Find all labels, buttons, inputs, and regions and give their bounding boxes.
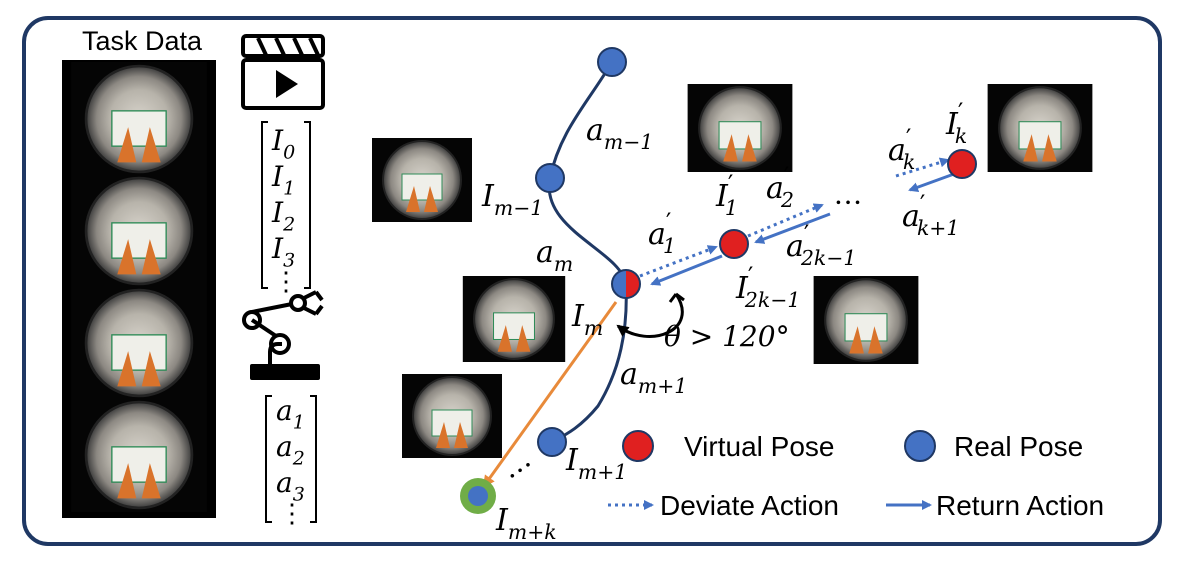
jump-arrow: [482, 301, 618, 488]
label-I1p: I′1: [715, 171, 738, 221]
label-I-m-plus-k: Im+k: [495, 503, 557, 544]
label-a-m-minus-1: am−1: [586, 113, 653, 154]
action-vector-entry: a3: [276, 466, 305, 505]
label-a1p: a′1: [648, 209, 676, 259]
return-arrow-a2k-1b: [754, 212, 831, 244]
real-pose-node: [535, 163, 565, 193]
label-I2k1p: I′2k−1: [735, 263, 800, 313]
legend-real-label: Real Pose: [954, 431, 1083, 462]
action-vector-vdots: ⋮: [279, 499, 305, 529]
label-akp: a′k: [888, 125, 915, 175]
task-data-frames: [62, 60, 216, 518]
label-I-m-minus-1: Im−1: [481, 179, 543, 220]
legend: Virtual Pose Real Pose Deviate Action Re…: [608, 430, 1104, 521]
real-trajectory-curve: [547, 61, 628, 444]
label-a-m-plus-1: am+1: [620, 357, 687, 398]
thumb-I-k-prime: [986, 84, 1094, 172]
goal-pose-node: [460, 478, 496, 514]
angle-arc: [616, 293, 684, 338]
label-I-m: Im: [571, 299, 603, 340]
thumb-a-m-minus-1: [686, 84, 794, 172]
deviate-arrow-ak: [895, 157, 950, 178]
ellipsis-deviation: ⋅⋅⋅: [834, 186, 863, 219]
task-frame-0: [70, 62, 208, 176]
image-vector-vdots: ⋮: [273, 267, 299, 297]
thumb-I-m-plus-1: [400, 374, 504, 458]
label-a-m: am: [536, 235, 573, 276]
image-vector-entry: I3: [271, 232, 295, 271]
return-arrow-ak1: [908, 172, 955, 192]
task-frame-1: [70, 174, 208, 288]
action-vector-entry: a2: [276, 430, 305, 469]
image-vector-entry: I0: [271, 124, 295, 163]
label-a2k1p: a′2k−1: [786, 221, 856, 271]
thumb-I-m: [461, 276, 567, 362]
label-I-m-plus-1: Im+1: [565, 443, 627, 484]
label-Ikp: I′k: [945, 99, 967, 149]
real-pose-node: [597, 47, 627, 77]
angle-label: θ > 120°: [664, 320, 790, 353]
robot-arm-icon: [242, 290, 324, 380]
task-frame-2: [70, 286, 208, 400]
image-vector-entry: I1: [271, 160, 295, 199]
thumb-I-2k-1-prime: [812, 276, 920, 364]
label-ak1p: a′k+1: [902, 191, 959, 241]
legend-real-marker: [904, 430, 936, 462]
legend-return-label: Return Action: [936, 490, 1104, 521]
legend-deviate-label: Deviate Action: [660, 490, 839, 521]
legend-virtual-label: Virtual Pose: [684, 431, 834, 462]
action-vector-entry: a1: [276, 394, 305, 433]
task-frame-3: [70, 398, 208, 512]
real-pose-node: [537, 427, 567, 457]
split-pose-node: [611, 269, 641, 299]
virtual-pose-node: [947, 149, 977, 179]
label-a2p: a′2: [766, 163, 794, 213]
task-data-title: Task Data: [82, 26, 203, 56]
image-vector-entry: I2: [271, 196, 295, 235]
thumb-I-m-minus-1: [370, 138, 474, 222]
return-arrow-a2k-1: [650, 254, 723, 286]
legend-virtual-marker: [622, 430, 654, 462]
film-clapper-icon: [241, 34, 325, 110]
virtual-pose-node: [719, 229, 749, 259]
